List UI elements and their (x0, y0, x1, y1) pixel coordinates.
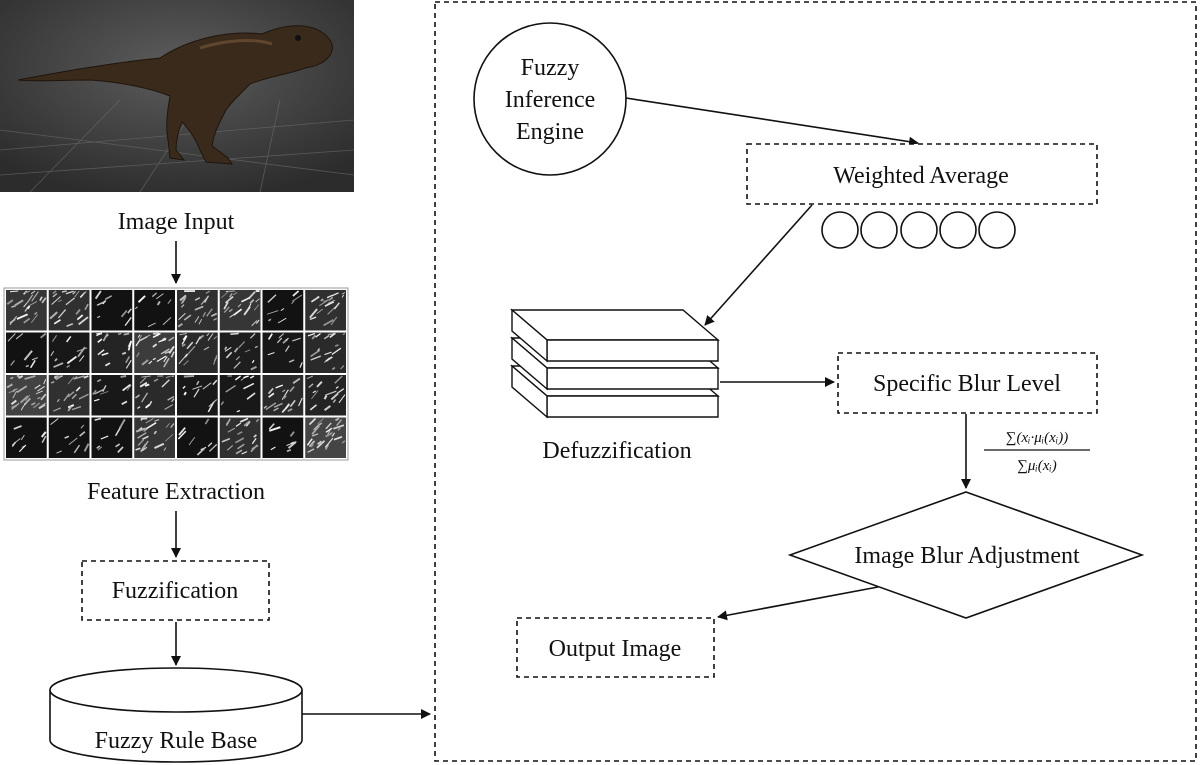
feature-map-tile (305, 375, 346, 416)
feature-map-tile (305, 290, 346, 331)
formula-denominator: ∑μᵢ(xᵢ) (1017, 458, 1057, 474)
centroid-formula: ∑(xᵢ·μᵢ(xᵢ)) ∑μᵢ(xᵢ) (984, 430, 1090, 474)
feature-map-tile (134, 375, 175, 416)
feature-map-tile (305, 332, 346, 373)
weighted-average-box: Weighted Average (746, 143, 1098, 205)
fuzzy-rule-base-cylinder: Fuzzy Rule Base (49, 667, 303, 763)
image-blur-adjustment-label: Image Blur Adjustment (854, 543, 1080, 569)
feature-map-tile (262, 417, 304, 458)
arrow-engine-to-weighted (625, 97, 919, 147)
inference-panel (434, 1, 1197, 762)
feature-map-tile (48, 290, 90, 331)
fuzzy-inference-engine-circle: Fuzzy Inference Engine (473, 22, 627, 176)
feature-map-tile (305, 417, 346, 458)
feature-map-tile (6, 375, 47, 416)
membership-circle (821, 211, 859, 249)
feature-map-tile (91, 417, 133, 458)
feature-map-tile (91, 290, 133, 331)
feature-map-tile (48, 375, 90, 416)
specific-blur-level-box: Specific Blur Level (837, 352, 1098, 414)
fuzzification-box: Fuzzification (81, 560, 270, 621)
specific-blur-level-label: Specific Blur Level (873, 371, 1061, 397)
feature-map-tile (262, 290, 304, 331)
output-image-box: Output Image (516, 617, 715, 678)
engine-label-line3: Engine (516, 119, 584, 145)
arrow-weighted-to-defuzz (704, 204, 813, 326)
feature-map-tile (6, 290, 47, 331)
membership-circles (821, 211, 1016, 249)
feature-map-tile (48, 417, 90, 458)
feature-map-tile (48, 332, 90, 373)
arrow-adjustment-to-output (717, 586, 879, 621)
membership-circle (860, 211, 898, 249)
feature-map-tile (134, 417, 175, 458)
weighted-average-label: Weighted Average (833, 163, 1009, 189)
feature-map-tile (177, 375, 218, 416)
output-image-label: Output Image (549, 636, 682, 662)
engine-label-line2: Inference (505, 87, 596, 113)
image-input-label: Image Input (118, 209, 235, 235)
feature-map-tile (262, 375, 304, 416)
feature-map-tile (134, 290, 175, 331)
feature-map-tile (6, 417, 47, 458)
feature-maps-grid (3, 287, 349, 461)
feature-map-tile (262, 332, 304, 373)
feature-map-tile (219, 375, 261, 416)
feature-map-tile (219, 417, 261, 458)
feature-map-tile (219, 290, 261, 331)
defuzzification-label: Defuzzification (542, 438, 691, 464)
feature-map-tile (134, 332, 175, 373)
feature-map-tile (91, 332, 133, 373)
feature-map-tile (91, 375, 133, 416)
feature-extraction-label: Feature Extraction (87, 479, 265, 505)
formula-numerator: ∑(xᵢ·μᵢ(xᵢ)) (1006, 430, 1068, 446)
feature-map-tile (6, 332, 47, 373)
membership-circle (900, 211, 938, 249)
input-image (0, 0, 355, 193)
dinosaur-figure (17, 25, 333, 165)
fuzzification-label: Fuzzification (112, 578, 239, 604)
membership-circle (939, 211, 977, 249)
image-blur-adjustment-diamond: Image Blur Adjustment (787, 491, 1145, 619)
feature-map-tile (177, 290, 218, 331)
engine-label-line1: Fuzzy (521, 55, 580, 81)
fuzzy-rule-base-label: Fuzzy Rule Base (95, 728, 258, 754)
membership-circle (978, 211, 1016, 249)
feature-map-tile (219, 332, 261, 373)
feature-map-tile (177, 332, 218, 373)
feature-map-tile (177, 417, 218, 458)
defuzzification-stack: Defuzzification (510, 308, 720, 464)
